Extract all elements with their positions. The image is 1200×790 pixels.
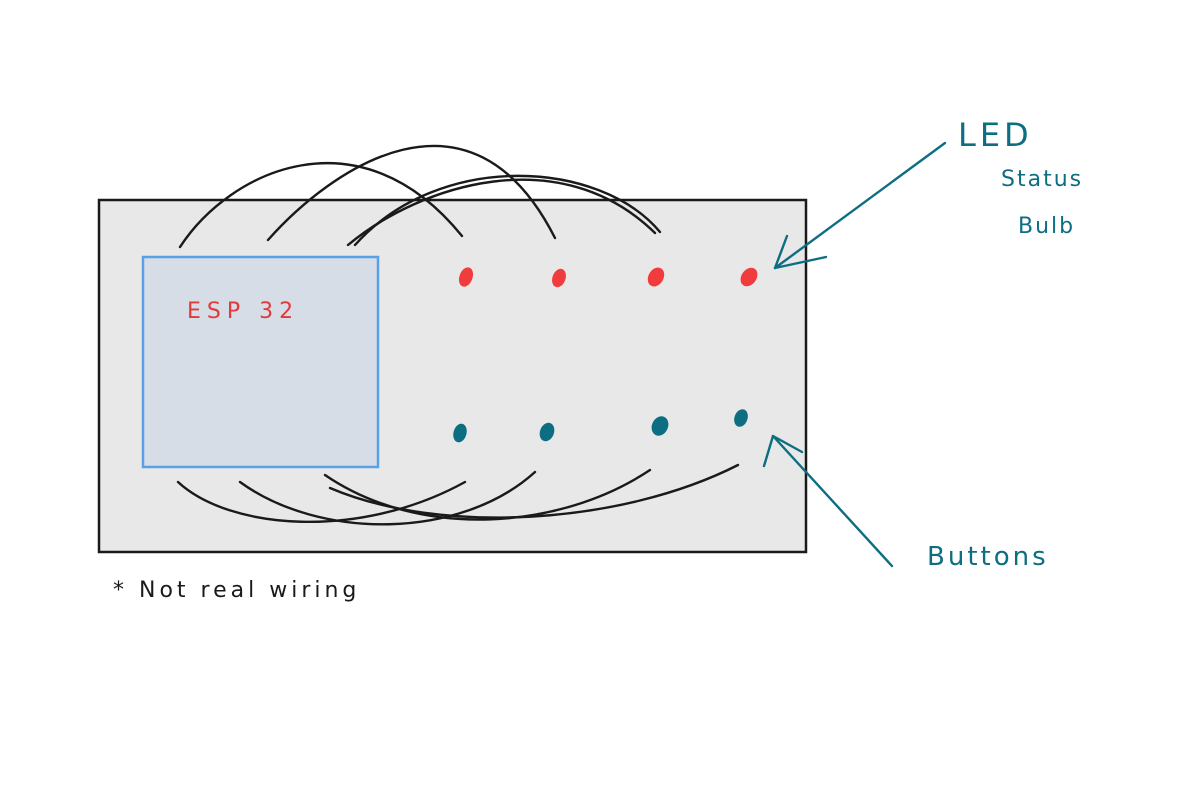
- wiring-note: * Not real wiring: [113, 578, 360, 603]
- led-2: [552, 268, 566, 288]
- wire-led-1: [178, 162, 464, 249]
- buttons-label: Buttons: [927, 542, 1049, 572]
- button-3: [651, 416, 669, 436]
- button-4: [734, 409, 748, 427]
- led-3: [647, 267, 665, 287]
- button-row: [453, 409, 748, 443]
- wire-led-4: [353, 174, 662, 247]
- led-label-line1: LED: [958, 116, 1033, 154]
- led-1: [458, 267, 474, 287]
- button-1: [453, 423, 467, 443]
- wire-button-3: [323, 468, 652, 521]
- led-row: [458, 267, 758, 288]
- wire-button-2: [238, 470, 537, 526]
- button-2: [539, 422, 555, 442]
- esp32-module: [141, 255, 380, 469]
- led-label-line2: Status: [1001, 167, 1083, 192]
- wire-button-1: [176, 480, 467, 523]
- lower-wires: [176, 463, 740, 526]
- wire-button-4: [328, 463, 740, 519]
- led-arrow: [773, 141, 947, 270]
- upper-wires: [178, 144, 662, 249]
- led-label-line3: Bulb: [1018, 214, 1075, 239]
- esp32-label: ESP 32: [187, 299, 299, 324]
- led-4: [740, 267, 758, 287]
- buttons-arrow: [762, 434, 894, 568]
- wire-led-2: [266, 144, 557, 242]
